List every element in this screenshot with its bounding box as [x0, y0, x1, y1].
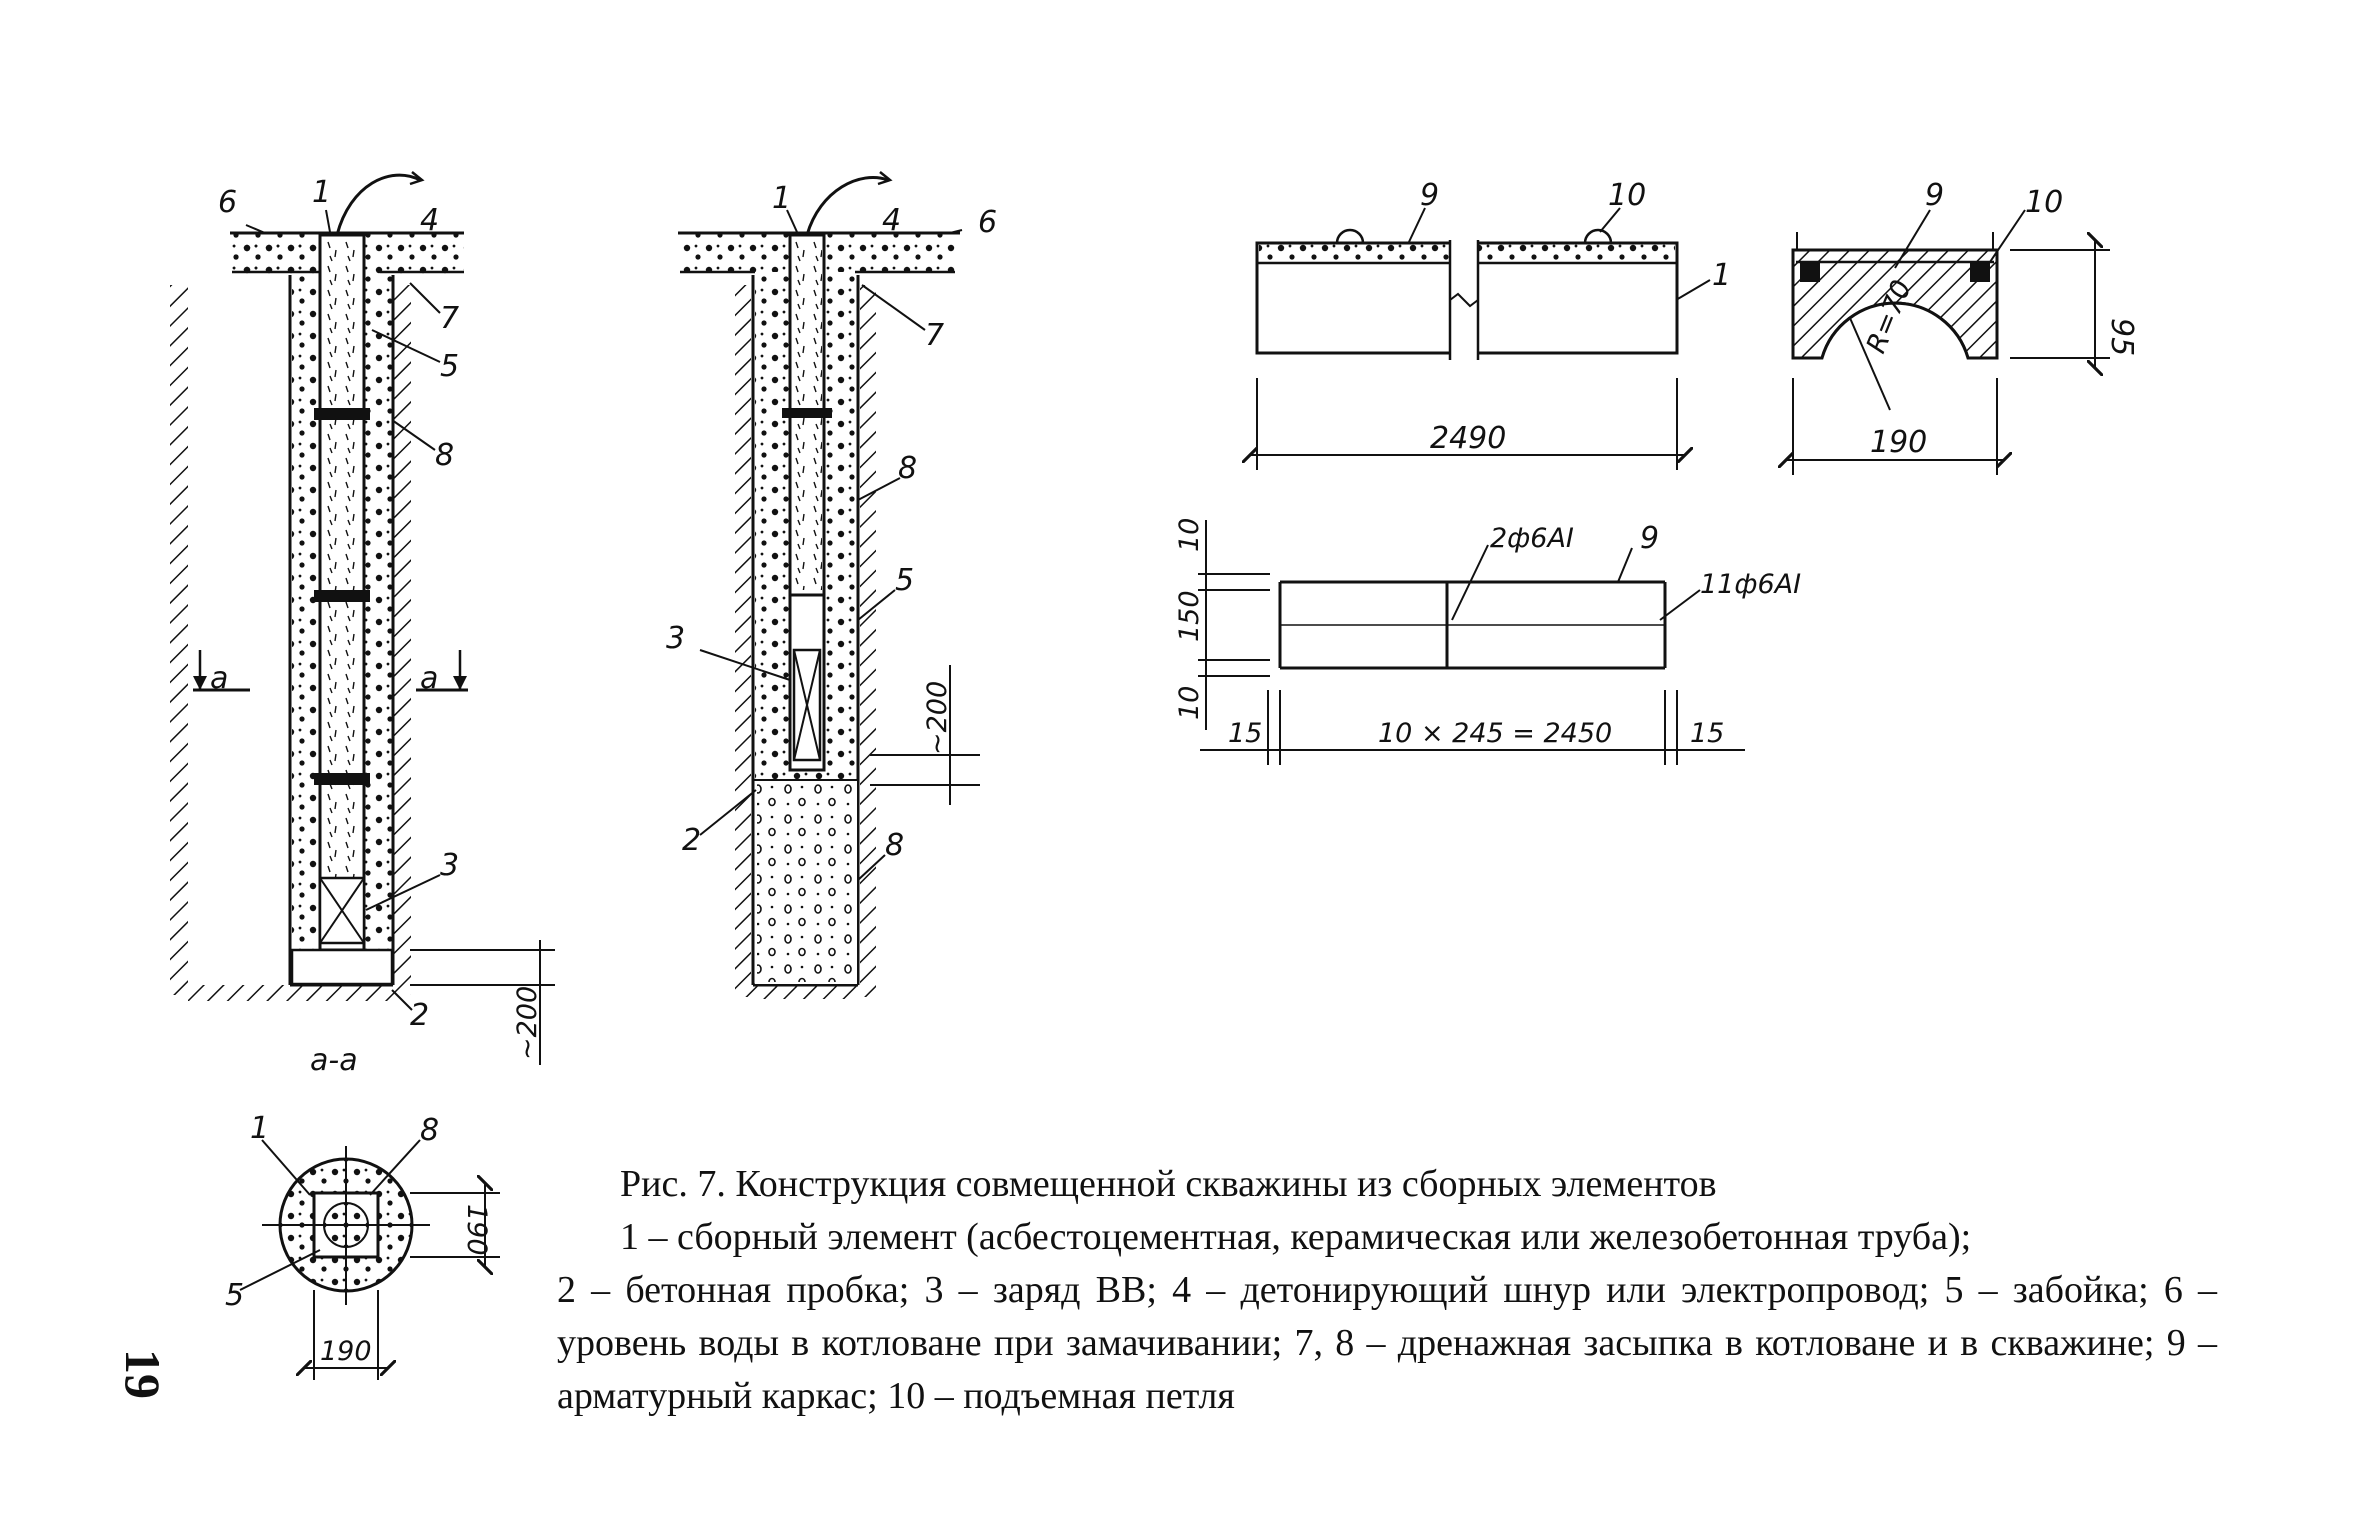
label-5-mid: 5 — [895, 563, 914, 598]
label-1-side: 1 — [1712, 258, 1731, 293]
label-5-left: 5 — [440, 349, 459, 384]
label-8-mid-bottom: 8 — [885, 828, 904, 863]
section-label: a-a — [310, 1043, 358, 1078]
label-2-left: 2 — [410, 998, 429, 1033]
label-1-section: 1 — [250, 1111, 269, 1146]
caption-legend: 2 – бетонная пробка; 3 – заряд ВВ; 4 – д… — [557, 1269, 2217, 1417]
label-3-mid: 3 — [666, 621, 685, 656]
page-number: 19 — [115, 1349, 171, 1399]
label-1-mid: 1 — [772, 181, 791, 216]
dim-cage-mid: 150 — [1174, 590, 1205, 642]
dim-approx-200-mid: ~200 — [922, 681, 953, 755]
dim-rebar-long: 2ф6AI — [1490, 523, 1574, 554]
label-9-cage: 9 — [1640, 521, 1659, 556]
label-6-mid: 6 — [978, 205, 997, 240]
element-side-view — [1250, 207, 1711, 470]
dim-cage-edge-right: 15 — [1690, 718, 1724, 749]
label-3-left: 3 — [440, 848, 459, 883]
dim-cage-spacing: 10 × 245 = 2450 — [1378, 718, 1612, 749]
label-5-section: 5 — [225, 1278, 244, 1313]
dim-section-h: 190 — [320, 1336, 372, 1367]
dim-element-width: 190 — [1870, 425, 1927, 460]
label-7-mid: 7 — [925, 318, 944, 353]
label-10-side: 10 — [1608, 178, 1646, 213]
label-1-left: 1 — [312, 175, 331, 210]
label-8-section: 8 — [420, 1113, 439, 1148]
dim-cage-bottom: 10 — [1174, 686, 1205, 720]
dim-rebar-cross: 11ф6AI — [1700, 569, 1801, 600]
borehole-left — [170, 171, 555, 1065]
label-8-mid: 8 — [898, 451, 917, 486]
dim-cage-top: 10 — [1174, 518, 1205, 552]
label-7-left: 7 — [440, 301, 459, 336]
label-9-section: 9 — [1925, 178, 1944, 213]
label-4-left: 4 — [420, 203, 439, 238]
caption-title: Рис. 7. Конструкция совмещенной скважины… — [620, 1163, 1717, 1205]
label-10-section: 10 — [2025, 185, 2063, 220]
element-cross-section — [1786, 209, 2110, 475]
label-4-mid: 4 — [882, 203, 901, 238]
caption-line-1: 1 – сборный элемент (асбестоцементная, к… — [620, 1216, 1972, 1258]
section-a-a — [239, 1139, 500, 1380]
cut-marker-right: a — [420, 661, 438, 696]
label-6-left: 6 — [218, 185, 237, 220]
dim-section-v: 190 — [461, 1204, 492, 1256]
reinforcement-cage — [1198, 520, 1745, 765]
label-9-side: 9 — [1420, 178, 1439, 213]
dim-element-height: 95 — [2104, 318, 2139, 356]
figure-caption: Рис. 7. Конструкция совмещенной скважины… — [557, 1158, 2217, 1423]
label-2-mid: 2 — [682, 823, 701, 858]
dim-approx-200-left: ~200 — [512, 986, 543, 1060]
dim-element-length: 2490 — [1430, 421, 1506, 456]
label-8-left: 8 — [435, 438, 454, 473]
cut-marker-left: a — [210, 661, 228, 696]
borehole-middle — [678, 171, 980, 999]
dim-cage-edge-left: 15 — [1228, 718, 1262, 749]
